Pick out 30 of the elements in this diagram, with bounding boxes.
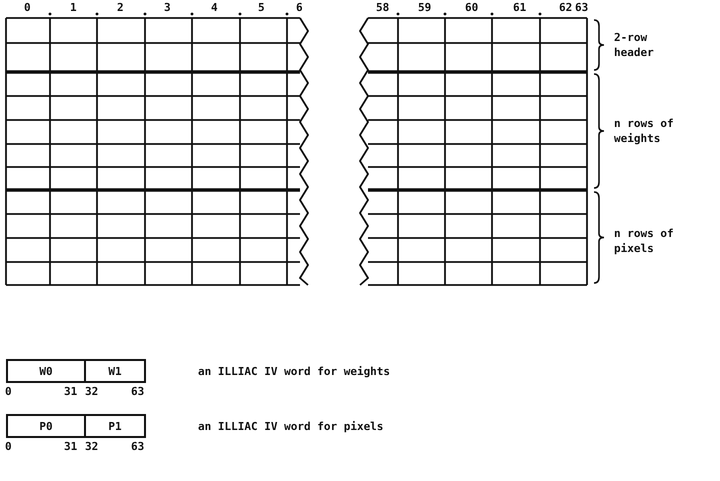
bit-number: 31 — [64, 440, 78, 453]
brace-label: 2-row header — [614, 30, 655, 60]
column-number: 4 — [211, 1, 218, 14]
word-field: W1 — [84, 359, 146, 383]
bit-number: 0 — [5, 385, 12, 398]
column-number: 63 — [575, 1, 588, 14]
bit-number: 32 — [85, 385, 98, 398]
word-field: W0 — [6, 359, 86, 383]
word-field: P0 — [6, 414, 86, 438]
bit-number: 32 — [85, 440, 98, 453]
column-number: 0 — [24, 1, 31, 14]
bit-number: 0 — [5, 440, 12, 453]
column-number: 5 — [258, 1, 265, 14]
brace-label: n rows of weights — [614, 116, 675, 146]
bit-number: 63 — [131, 385, 144, 398]
column-number: 62 — [559, 1, 572, 14]
column-number: 61 — [513, 1, 526, 14]
column-number: 6 — [296, 1, 303, 14]
brace-label: n rows of pixels — [614, 226, 675, 256]
column-number: 3 — [164, 1, 171, 14]
bit-number: 31 — [64, 385, 78, 398]
word-description: an ILLIAC IV word for pixels — [198, 420, 384, 433]
word-description: an ILLIAC IV word for weights — [198, 365, 390, 378]
column-number: 2 — [117, 1, 124, 14]
column-number: 59 — [418, 1, 432, 14]
word-field: P1 — [84, 414, 146, 438]
bit-number: 63 — [131, 440, 144, 453]
column-number: 60 — [465, 1, 478, 14]
column-number: 58 — [376, 1, 390, 14]
column-number: 1 — [70, 1, 77, 14]
